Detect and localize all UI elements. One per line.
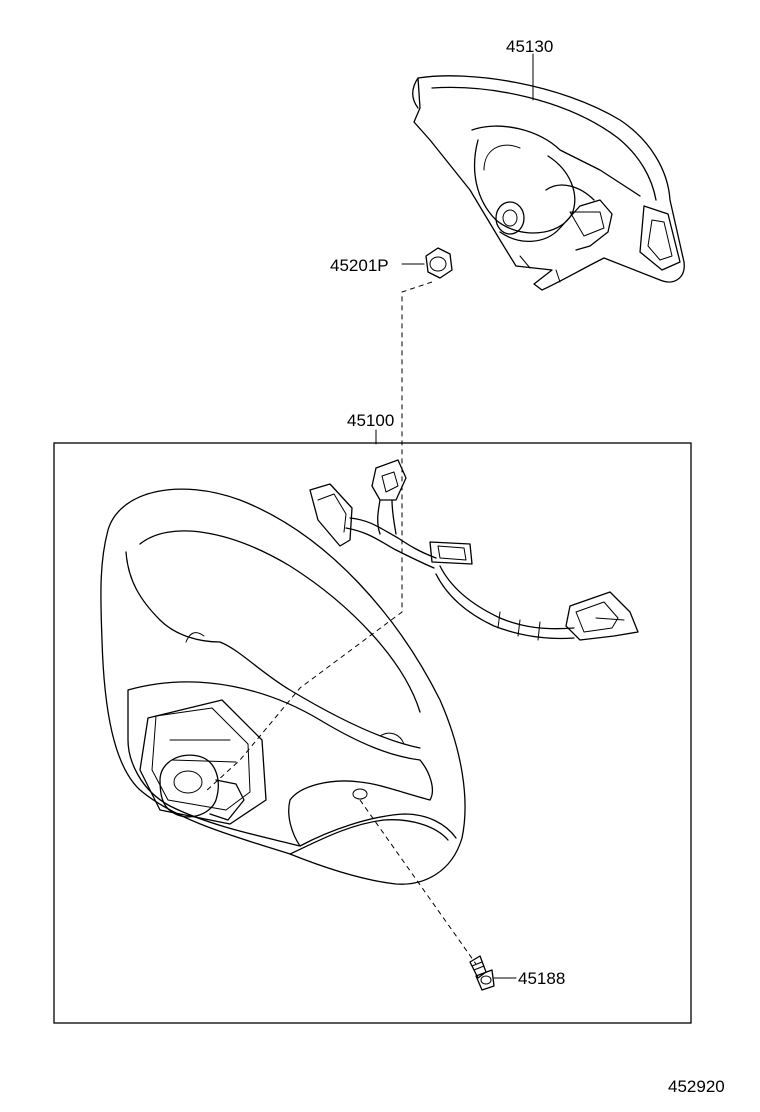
steering-wheel-drawing: [100, 488, 466, 885]
wheel-assembly-frame: [53, 442, 692, 1024]
wheel-assembly-part-label: 45100: [347, 411, 394, 430]
screw-drawing: [469, 955, 495, 991]
screw-assembly-dashed-line: [359, 799, 477, 965]
figure-code: 452920: [668, 1077, 725, 1096]
nut-drawing: [425, 247, 453, 279]
wire-harness-drawing: [309, 459, 639, 641]
screw-part-label: 45188: [518, 969, 565, 988]
airbag-part-label: 45130: [506, 37, 553, 56]
nut-assembly-dashed-line: [204, 281, 433, 793]
airbag-assembly-drawing: [412, 75, 685, 291]
nut-part-label: 45201P: [330, 256, 389, 275]
